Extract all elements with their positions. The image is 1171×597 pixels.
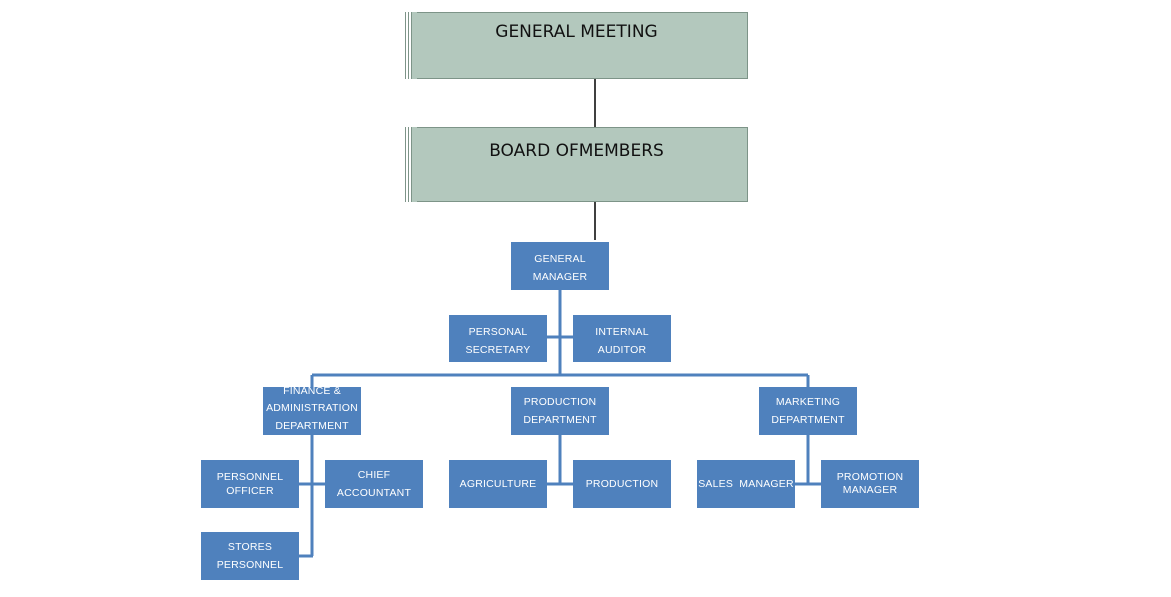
board-of-members-box: BOARD OFMEMBERS	[405, 127, 748, 202]
general-meeting-label: GENERAL MEETING	[495, 22, 658, 42]
chief-accountant-line1: CHIEF	[357, 469, 391, 481]
production-department-line2: DEPARTMENT	[523, 414, 597, 426]
internal-auditor-box: INTERNAL AUDITOR	[573, 315, 671, 362]
agriculture-label: AGRICULTURE	[459, 478, 537, 490]
general-meeting-box: GENERAL MEETING	[405, 12, 748, 79]
personal-secretary-line2: SECRETARY	[465, 343, 531, 356]
finance-department-line3: DEPARTMENT	[275, 419, 349, 432]
production-department-box: PRODUCTION DEPARTMENT	[511, 387, 609, 435]
production-label: PRODUCTION	[585, 478, 659, 490]
sales-manager-label: SALES MANAGER	[698, 478, 794, 490]
promotion-manager-line2: MANAGER	[842, 484, 898, 496]
marketing-department-box: MARKETING DEPARTMENT	[759, 387, 857, 435]
sales-manager-box: SALES MANAGER	[697, 460, 795, 508]
agriculture-box: AGRICULTURE	[449, 460, 547, 508]
stores-personnel-line1: STORES	[227, 541, 273, 553]
general-manager-line2: MANAGER	[532, 271, 588, 283]
general-manager-box: GENERAL MANAGER	[511, 242, 609, 290]
production-box: PRODUCTION	[573, 460, 671, 508]
personnel-officer-line2: OFFICER	[226, 485, 274, 497]
internal-auditor-line1: INTERNAL	[595, 325, 649, 338]
finance-department-line2: ADMINISTRATION	[266, 402, 358, 415]
chief-accountant-box: CHIEF ACCOUNTANT	[325, 460, 423, 508]
finance-department-box: FINANCE & ADMINISTRATION DEPARTMENT	[263, 385, 361, 435]
general-manager-line1: GENERAL	[534, 253, 586, 265]
board-of-members-label: BOARD OFMEMBERS	[489, 141, 664, 161]
internal-auditor-line2: AUDITOR	[597, 343, 647, 356]
personnel-officer-line1: PERSONNEL	[216, 471, 284, 483]
promotion-manager-box: PROMOTION MANAGER	[821, 460, 919, 508]
chief-accountant-line2: ACCOUNTANT	[336, 487, 412, 499]
production-department-line1: PRODUCTION	[523, 396, 597, 408]
finance-department-line1: FINANCE &	[283, 384, 341, 397]
personnel-officer-box: PERSONNEL OFFICER	[201, 460, 299, 508]
marketing-department-line1: MARKETING	[775, 396, 841, 408]
personal-secretary-box: PERSONAL SECRETARY	[449, 315, 547, 362]
stores-personnel-box: STORES PERSONNEL	[201, 532, 299, 580]
marketing-department-line2: DEPARTMENT	[771, 414, 845, 426]
personal-secretary-line1: PERSONAL	[468, 325, 528, 338]
promotion-manager-line1: PROMOTION	[836, 471, 904, 483]
stores-personnel-line2: PERSONNEL	[216, 559, 284, 571]
